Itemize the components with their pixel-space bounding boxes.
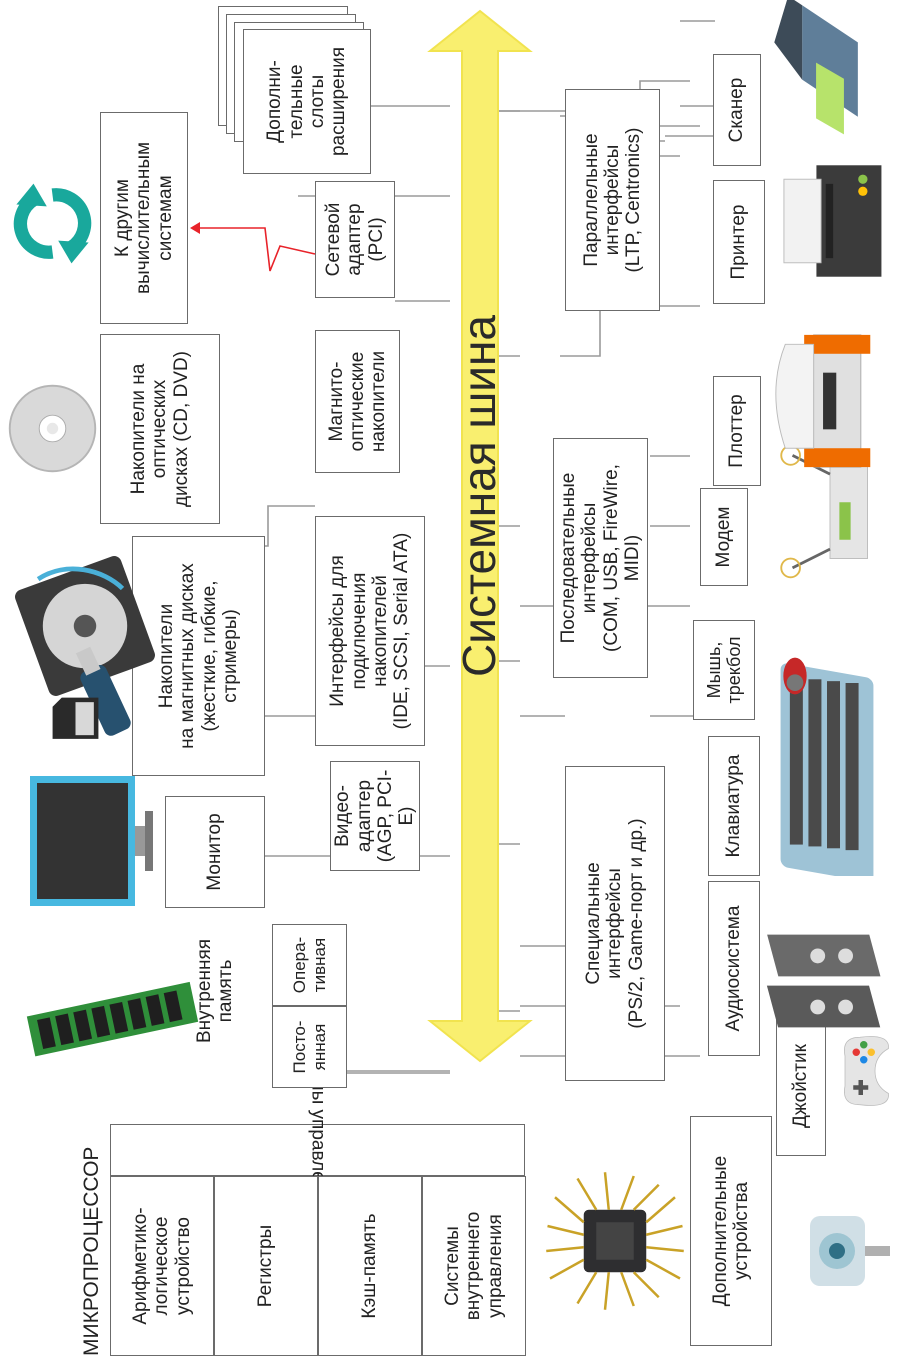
special-interfaces-box: Специальные интерфейсы (PS/2, Game-порт … bbox=[565, 766, 665, 1081]
printer-icon bbox=[783, 165, 882, 277]
plotter-icon bbox=[775, 334, 871, 468]
printer-box: Принтер bbox=[713, 180, 765, 304]
serial-interfaces-box: Последовательные интерфейсы (COM, USB, F… bbox=[553, 438, 648, 678]
flash-drive-icon bbox=[75, 646, 131, 736]
sd-card-icon bbox=[52, 697, 99, 739]
optical-disc-icon bbox=[8, 384, 97, 473]
cpu-chip-icon bbox=[546, 1172, 684, 1310]
hard-disk-icon bbox=[15, 556, 155, 696]
speakers-icon bbox=[766, 934, 881, 1028]
parallel-interfaces-box: Параллельные интерфейсы (LTP, Centronics… bbox=[565, 89, 660, 311]
scanner-icon bbox=[774, 0, 858, 135]
audio-system-box: Аудиосистема bbox=[708, 881, 760, 1056]
gamepad-icon bbox=[844, 1036, 889, 1106]
monitor-icon bbox=[30, 776, 153, 906]
mouse-box: Мышь, трекбол bbox=[693, 620, 755, 720]
keyboard-box: Клавиатура bbox=[708, 736, 760, 876]
scanner-box: Сканер bbox=[713, 54, 761, 166]
modem-box: Модем bbox=[700, 488, 748, 586]
webcam-icon bbox=[810, 1216, 890, 1286]
modem-icon bbox=[780, 446, 868, 579]
keyboard-icon bbox=[780, 663, 874, 876]
expansion-slots-box: Дополни- тельные слоты расширения bbox=[243, 29, 371, 174]
plotter-box: Плоттер bbox=[713, 376, 761, 486]
ram-module-icon bbox=[26, 981, 199, 1057]
refresh-icon bbox=[13, 183, 92, 264]
extra-devices-box: Дополнительные устройства bbox=[690, 1116, 772, 1346]
mouse-icon bbox=[783, 657, 807, 695]
